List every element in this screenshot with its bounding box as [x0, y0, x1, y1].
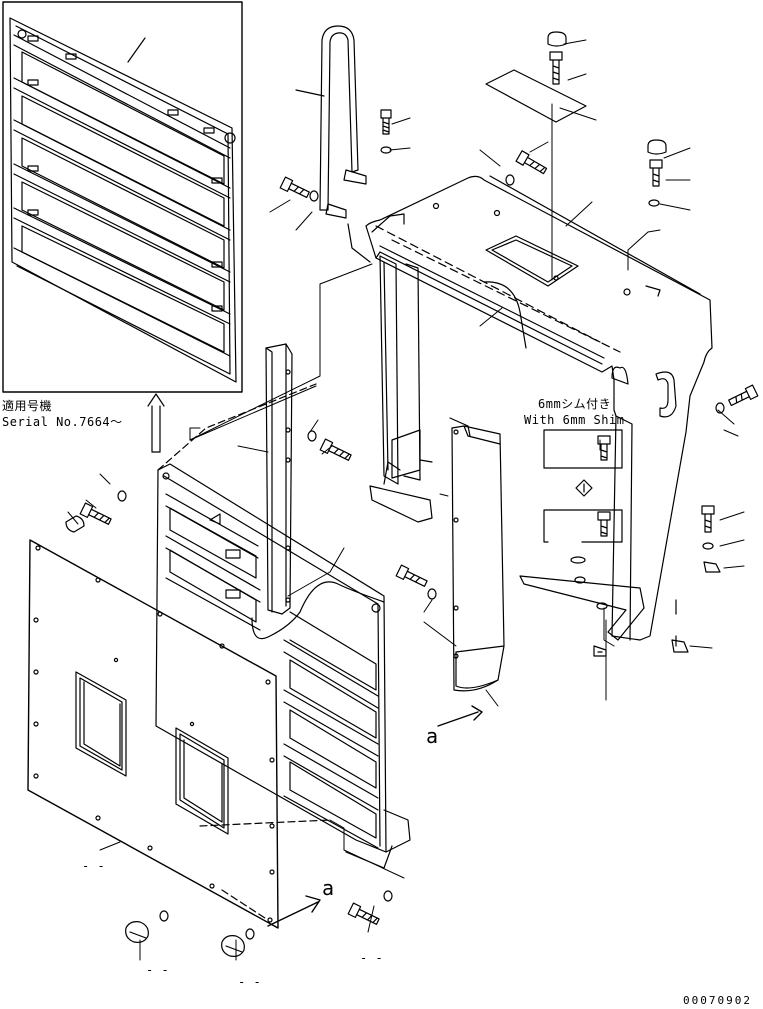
view-a-arrow-lower-icon: [268, 896, 320, 926]
panel-holes: [34, 546, 274, 922]
front-panel: [28, 540, 278, 928]
shim-note-en: With 6mm Shim: [524, 413, 625, 427]
inset-louver-slats: [14, 35, 230, 356]
inset-frame: [3, 2, 242, 392]
right-side-plate: [612, 380, 640, 640]
view-marker-a-upper: a: [426, 724, 439, 748]
leader-lines: [68, 40, 744, 960]
double-arrow-icon: [576, 480, 592, 496]
bolt-icons: [80, 52, 758, 927]
right-upright: [452, 426, 504, 691]
main-grille: [156, 464, 410, 868]
inset-leader: [128, 38, 145, 62]
callout-cap-mid: - -: [238, 975, 262, 989]
shim-bracket: [450, 418, 470, 436]
washer-icons: [118, 147, 724, 939]
shim-boxes: [544, 430, 622, 542]
callout-cap-left: - -: [146, 963, 170, 977]
callout-bolt-bottom: - -: [360, 951, 384, 965]
inset-clips: [18, 30, 235, 311]
clip-brackets: [520, 562, 720, 656]
document-id: 00070902: [683, 994, 752, 1007]
top-cover: [348, 176, 712, 640]
inset-arrow-icon: [148, 394, 164, 452]
cap-icons: [66, 32, 666, 956]
serial-note-en: Serial No.7664～: [2, 415, 123, 429]
view-marker-a-lower: a: [322, 876, 335, 900]
inset-grille: [10, 18, 236, 382]
shim-note-ja: 6mmシム付き: [538, 397, 612, 411]
callout-panel-left: - -: [82, 859, 106, 873]
handrail: [296, 26, 366, 218]
view-a-arrow-upper-icon: [438, 706, 482, 726]
center-upright: [370, 256, 432, 522]
side-handle: [656, 372, 676, 417]
alignment-lines: [158, 384, 330, 920]
left-upright: [266, 344, 292, 614]
cover-plate: [486, 70, 586, 122]
serial-note-ja: 適用号機: [2, 399, 53, 413]
